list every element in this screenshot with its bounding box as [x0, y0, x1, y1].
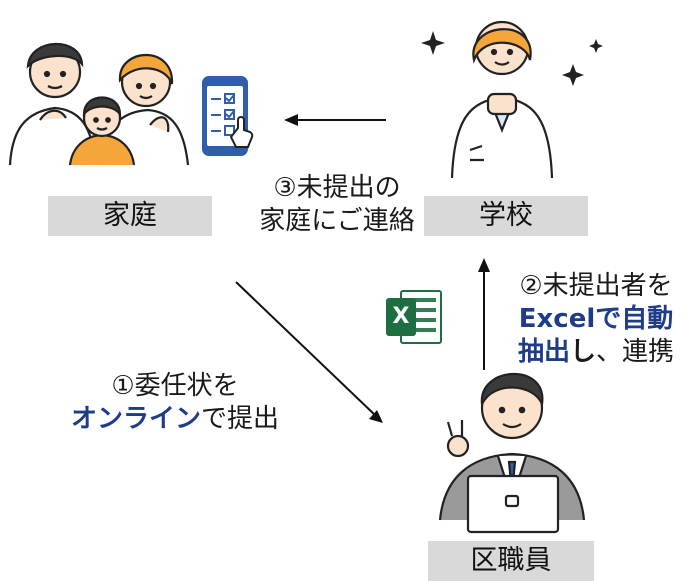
excel-icon: X: [386, 290, 442, 344]
step3-text: ③未提出の 家庭にご連絡: [242, 172, 432, 238]
step2-line1: ②未提出者を: [519, 271, 673, 301]
school-label: 学校: [424, 196, 588, 236]
step2-line3: 抽出し、連携: [506, 336, 686, 369]
step3-line2: 家庭にご連絡: [259, 206, 415, 236]
father-figure: [8, 42, 98, 166]
step2-text: ②未提出者を Excelで自動 抽出し、連携: [506, 270, 686, 369]
step1-line1: ①委任状を: [111, 371, 239, 401]
child-figure: [68, 96, 136, 166]
step1-text: ①委任状を オンラインで提出: [70, 370, 280, 436]
staff-label: 区職員: [428, 541, 594, 581]
step2-rest-line3: 、連携: [596, 337, 675, 367]
step2-bold-line3: し: [569, 337, 596, 367]
excel-icon-letter: X: [386, 298, 416, 336]
step1-line2: オンラインで提出: [70, 403, 280, 436]
step2-line2: Excelで自動: [518, 304, 674, 334]
step3-line1: ③未提出の: [273, 173, 401, 203]
step1-highlight: オンライン: [70, 404, 201, 434]
step1-rest: で提出: [201, 404, 280, 434]
family-label: 家庭: [48, 196, 212, 236]
sparkle-icons: [421, 31, 603, 86]
step2-highlight-line3: 抽出: [517, 337, 570, 367]
